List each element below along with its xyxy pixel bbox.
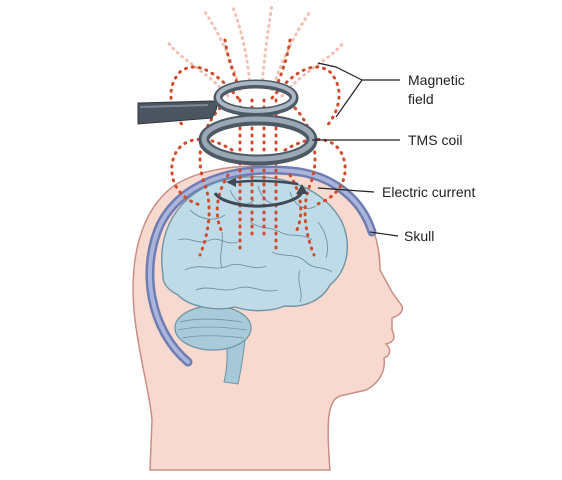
cerebellum (174, 305, 252, 351)
label-electric-current: Electric current (382, 184, 475, 200)
electric-current-arrow (213, 191, 304, 208)
leader-lines (312, 62, 400, 237)
electric-current-arrowhead-left (226, 178, 236, 187)
coil-handle-highlight (139, 104, 209, 108)
cerebellum-folds (177, 318, 248, 339)
label-magnetic-field-line1: Magnetic (408, 72, 465, 88)
label-magnetic-field-line2: field (408, 91, 434, 107)
cerebrum (161, 176, 349, 312)
brain-sulci (177, 185, 333, 303)
electric-current-arrow-back (235, 179, 299, 186)
label-skull: Skull (404, 228, 434, 244)
electric-current-arrowhead-right (296, 184, 308, 194)
coil-ring-lower-sheen (201, 116, 315, 162)
coil-ring-upper-sheen (216, 81, 296, 113)
label-tms-coil: TMS coil (408, 132, 462, 148)
